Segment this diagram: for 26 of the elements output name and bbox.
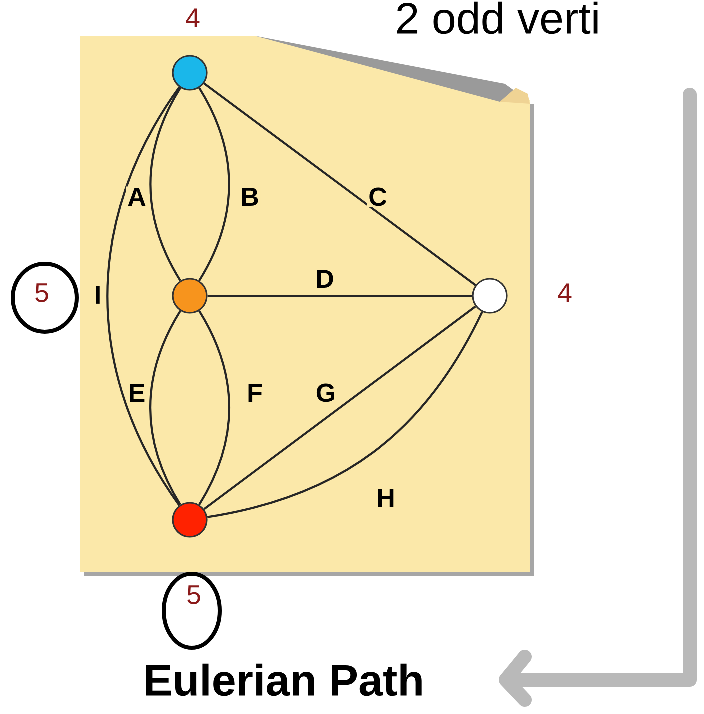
edge-line (150, 310, 182, 506)
vertex-circle (472, 278, 508, 314)
vertex-circle (172, 278, 208, 314)
handwritten-note: 2 odd verti (397, 2, 598, 34)
vertex-circle (172, 502, 208, 538)
edge-line (106, 86, 180, 506)
edge-label: I (93, 284, 103, 306)
edge-label: E (127, 382, 147, 404)
edge-label: G (314, 382, 338, 404)
title: Eulerian Path (146, 664, 422, 696)
degree-label: 5 (36, 284, 48, 302)
edge-label: D (314, 268, 336, 290)
edge-label: H (375, 488, 397, 508)
degree-label: 4 (558, 284, 572, 302)
vertex-circle (172, 55, 208, 91)
edge-label: B (239, 186, 261, 208)
edge-label: A (126, 186, 148, 208)
degree-label: 5 (188, 586, 200, 604)
edge-line (150, 88, 182, 282)
edge-label: C (367, 186, 389, 208)
edge-line (204, 82, 476, 286)
edge-label: F (246, 382, 264, 404)
edge-line (208, 294, 472, 298)
edge-line (198, 88, 230, 282)
edge-line (198, 310, 230, 506)
degree-label: 4 (186, 8, 200, 28)
